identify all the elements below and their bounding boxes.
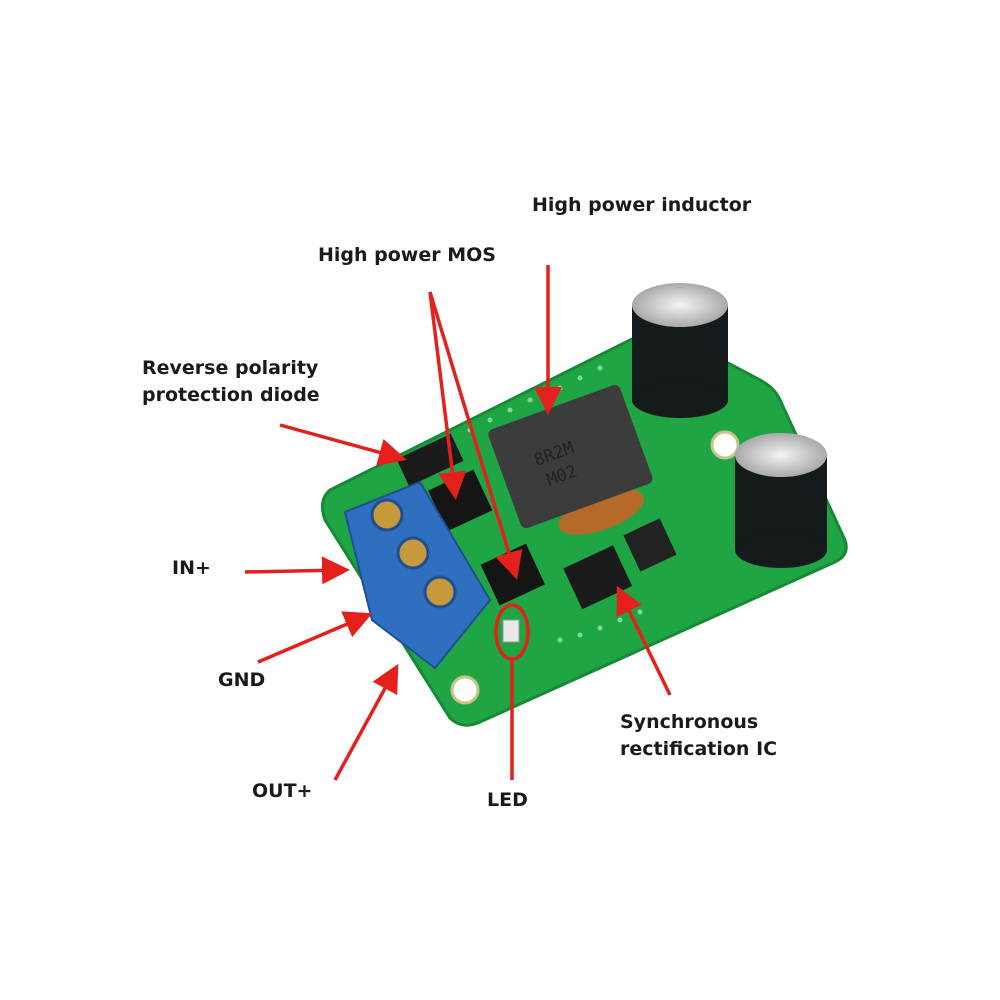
arrow-diode	[279, 423, 407, 466]
label-ic-line1: Synchronous	[620, 711, 759, 733]
terminal-screw-icon	[396, 536, 430, 570]
mounting-hole	[710, 430, 740, 460]
label-in-plus: IN+	[172, 557, 211, 579]
arrow-out-plus	[333, 663, 399, 781]
label-gnd: GND	[218, 669, 266, 691]
label-diode-line1: Reverse polarity	[142, 357, 319, 379]
terminal-screw-icon	[370, 498, 404, 532]
label-ic-line2: rectification IC	[620, 738, 778, 760]
arrow-mos-1	[428, 291, 467, 500]
arrow-mos-2	[428, 291, 523, 580]
sync-rectification-ic	[563, 545, 633, 610]
inductor: 8R2M M02	[488, 384, 653, 535]
terminal-block	[343, 480, 492, 670]
label-mos: High power MOS	[318, 244, 496, 266]
mounting-hole	[450, 675, 480, 705]
arrow-ic	[616, 585, 672, 696]
terminal-screw-icon	[423, 575, 457, 609]
led-highlight-circle	[494, 603, 530, 661]
label-out-plus: OUT+	[252, 780, 313, 802]
label-diode-line2: protection diode	[142, 384, 320, 406]
led-component	[502, 619, 520, 643]
capacitor-2	[735, 433, 827, 568]
arrow-gnd	[257, 611, 373, 664]
capacitor-1	[632, 283, 728, 418]
ic-small	[623, 518, 677, 572]
protection-diode	[396, 433, 464, 487]
label-led: LED	[487, 789, 528, 811]
label-inductor: High power inductor	[532, 194, 752, 216]
arrow-in-plus	[244, 556, 350, 585]
